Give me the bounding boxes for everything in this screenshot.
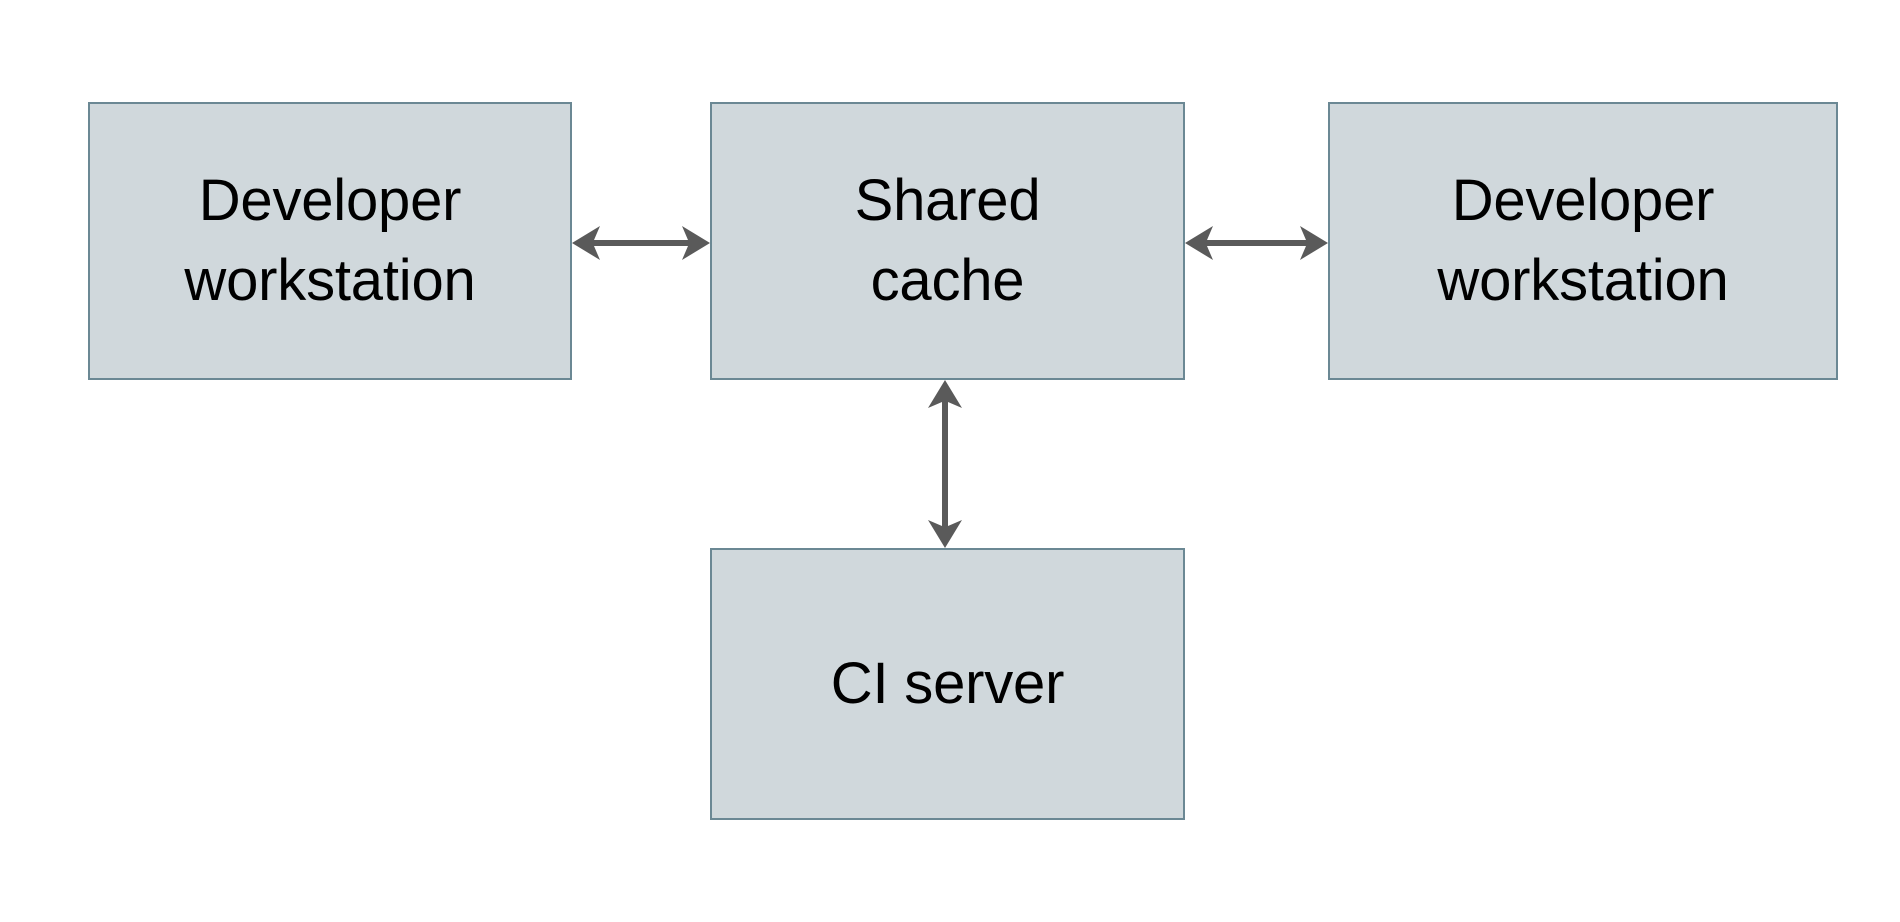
double-arrow-vertical-icon: [928, 380, 962, 548]
node-developer-workstation-right[interactable]: Developer workstation: [1328, 102, 1838, 380]
edge-shared-cache-to-ci-server: [915, 378, 975, 550]
double-arrow-horizontal-icon: [572, 226, 710, 260]
node-label: CI server: [830, 650, 1065, 716]
edge-shared-cache-to-developer-workstation-right: [1183, 213, 1330, 273]
node-developer-workstation-left[interactable]: Developer workstation: [88, 102, 572, 380]
node-ci-server[interactable]: CI server: [710, 548, 1185, 820]
node-label: Developer workstation: [1437, 167, 1729, 313]
node-shared-cache[interactable]: Shared cache: [710, 102, 1185, 380]
edge-developer-workstation-left-to-shared-cache: [570, 213, 712, 273]
node-label: Developer workstation: [184, 167, 476, 313]
node-label: Shared cache: [854, 167, 1041, 313]
double-arrow-horizontal-icon: [1185, 226, 1328, 260]
